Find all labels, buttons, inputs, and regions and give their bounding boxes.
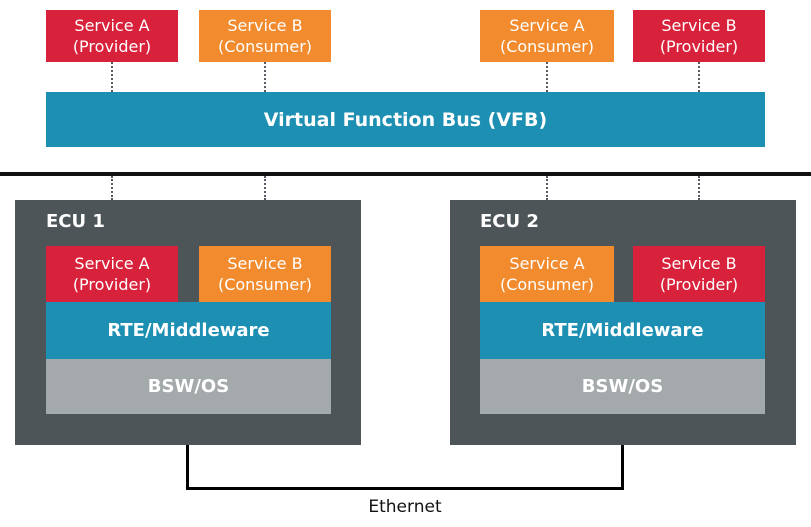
ethernet-wire-bottom <box>186 487 624 490</box>
vfb-service-b-consumer: Service B (Consumer) <box>199 10 331 62</box>
service-name: Service B <box>227 16 303 35</box>
ecu1-service-b-consumer: Service B (Consumer) <box>199 246 331 302</box>
abstraction-divider <box>0 172 811 176</box>
service-name: Service A <box>509 254 585 273</box>
ethernet-label: Ethernet <box>368 497 442 517</box>
service-role: (Provider) <box>72 275 152 294</box>
ecu1-service-a-provider: Service A (Provider) <box>46 246 178 302</box>
vfb-service-a-provider: Service A (Provider) <box>46 10 178 62</box>
service-role: (Consumer) <box>499 37 595 56</box>
bsw-label: BSW/OS <box>581 376 664 397</box>
service-role: (Provider) <box>659 275 739 294</box>
ethernet-wire-right <box>621 445 624 490</box>
vfb-label: Virtual Function Bus (VFB) <box>263 108 548 131</box>
vfb-service-a-consumer: Service A (Consumer) <box>480 10 614 62</box>
service-name: Service B <box>661 16 737 35</box>
connector-line <box>264 62 266 92</box>
service-role: (Consumer) <box>217 37 313 56</box>
ecu-title: ECU 2 <box>480 211 539 232</box>
rte-label: RTE/Middleware <box>107 320 270 341</box>
service-role: (Provider) <box>72 37 152 56</box>
connector-line <box>111 176 113 200</box>
ecu2-service-b-provider: Service B (Provider) <box>633 246 765 302</box>
service-name: Service B <box>227 254 303 273</box>
service-role: (Consumer) <box>499 275 595 294</box>
service-role: (Provider) <box>659 37 739 56</box>
ecu1-rte-middleware: RTE/Middleware <box>46 302 331 359</box>
ethernet-wire-left <box>186 445 189 490</box>
connector-line <box>546 62 548 92</box>
service-name: Service B <box>661 254 737 273</box>
connector-line <box>546 176 548 200</box>
bsw-label: BSW/OS <box>147 376 230 397</box>
service-name: Service A <box>509 16 585 35</box>
rte-label: RTE/Middleware <box>541 320 704 341</box>
service-name: Service A <box>74 16 150 35</box>
connector-line <box>111 62 113 92</box>
connector-line <box>698 62 700 92</box>
virtual-function-bus: Virtual Function Bus (VFB) <box>46 92 765 147</box>
service-role: (Consumer) <box>217 275 313 294</box>
ecu1-bsw-os: BSW/OS <box>46 359 331 414</box>
service-name: Service A <box>74 254 150 273</box>
ecu2-service-a-consumer: Service A (Consumer) <box>480 246 614 302</box>
ecu2-bsw-os: BSW/OS <box>480 359 765 414</box>
connector-line <box>698 176 700 200</box>
connector-line <box>264 176 266 200</box>
ecu-1: ECU 1 Service A (Provider) Service B (Co… <box>15 200 361 445</box>
ecu-title: ECU 1 <box>46 211 105 232</box>
ecu-2: ECU 2 Service A (Consumer) Service B (Pr… <box>450 200 796 445</box>
ecu2-rte-middleware: RTE/Middleware <box>480 302 765 359</box>
vfb-service-b-provider: Service B (Provider) <box>633 10 765 62</box>
